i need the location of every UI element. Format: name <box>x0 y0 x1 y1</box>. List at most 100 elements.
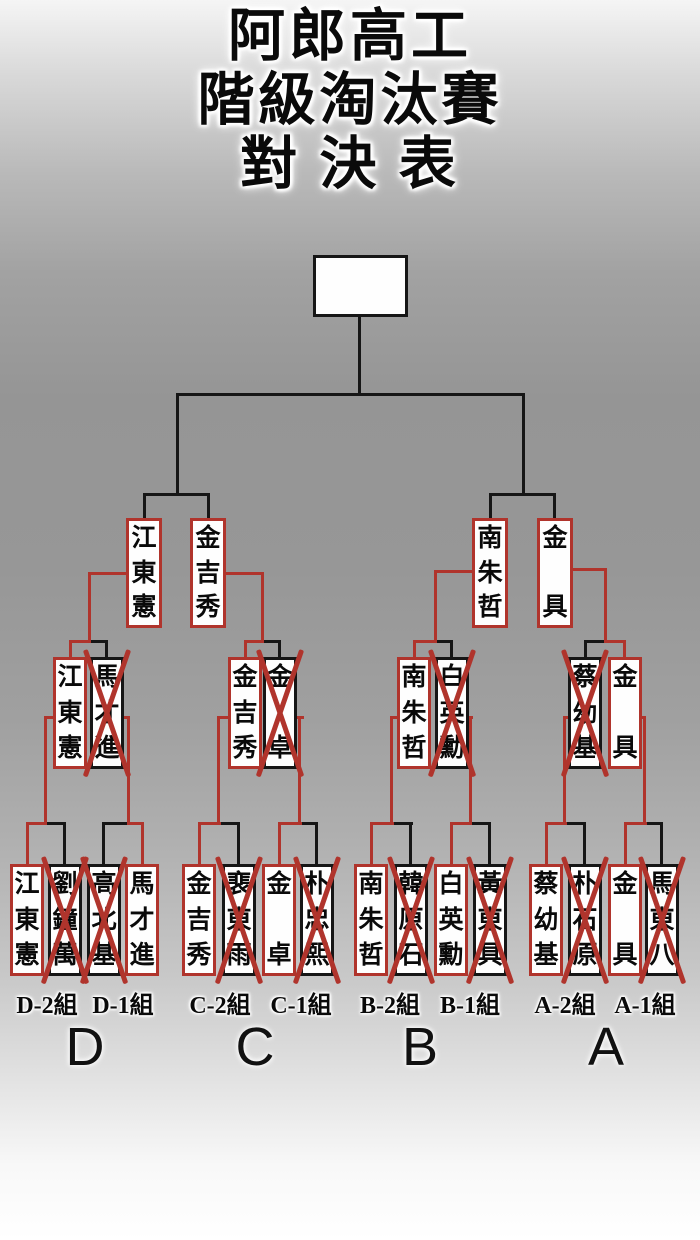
player-name: 韓原石 <box>398 871 424 969</box>
winner-path <box>226 572 264 575</box>
qf-box: 江東憲 <box>53 657 87 769</box>
group-letter: B <box>401 1017 439 1077</box>
winner-path <box>390 716 393 825</box>
player-name: 蔡幼基 <box>572 664 598 762</box>
winner-path <box>141 822 144 866</box>
group-letter: C <box>235 1017 275 1077</box>
player-name: 朴石原 <box>572 871 598 969</box>
player-name: 馬才進 <box>129 871 155 969</box>
player-name: 馬才進 <box>94 664 120 762</box>
winner-path <box>413 640 416 659</box>
player-name: 金吉秀 <box>195 525 221 621</box>
winner-path <box>69 640 91 643</box>
qf-box: 金吉秀 <box>228 657 262 769</box>
connector <box>409 822 412 866</box>
winner-path <box>129 822 144 825</box>
winner-path <box>624 822 647 825</box>
winner-path <box>121 716 130 719</box>
winner-path <box>244 640 247 659</box>
r1-box: 朴石原 <box>568 864 602 976</box>
winner-path <box>69 640 72 659</box>
connector <box>647 822 663 825</box>
player-name: 金具 <box>612 664 638 762</box>
champion-name <box>316 258 405 314</box>
player-name: 裵東雨 <box>226 871 252 969</box>
winner-path <box>545 822 548 866</box>
r1-box: 高北基 <box>87 864 121 976</box>
player-name: 蔡幼基 <box>533 871 559 969</box>
sf-box: 南朱哲 <box>472 518 508 628</box>
winner-path <box>88 572 126 575</box>
winner-path <box>278 822 302 825</box>
winner-path <box>434 570 437 643</box>
winner-path <box>545 822 567 825</box>
winner-path <box>88 572 91 643</box>
winner-path <box>643 716 646 825</box>
connector <box>207 493 210 520</box>
group-label: A-1組 <box>614 993 676 1019</box>
group-label: D-2組 <box>16 993 78 1019</box>
connector <box>583 822 586 866</box>
connector <box>143 493 146 520</box>
page-title-line1: 阿郎高工 <box>228 5 472 68</box>
winner-path <box>604 568 607 643</box>
group-letter: A <box>587 1017 625 1077</box>
connector <box>436 640 452 643</box>
group-letter: D <box>65 1017 105 1077</box>
winner-path <box>217 716 220 825</box>
r1-box: 馬才進 <box>125 864 159 976</box>
r1-box: 蔡幼基 <box>529 864 563 976</box>
group-label: B-1組 <box>440 993 500 1019</box>
winner-path <box>390 716 398 719</box>
connector <box>315 822 318 866</box>
page-title-line2: 階級淘汰賽 <box>197 69 503 132</box>
connector <box>264 640 280 643</box>
winner-path <box>370 822 394 825</box>
qf-box: 白英勳 <box>435 657 469 769</box>
winner-path <box>26 822 29 866</box>
connector <box>102 822 105 866</box>
winner-path <box>198 822 221 825</box>
connector <box>553 493 556 520</box>
player-name: 金具 <box>542 525 568 621</box>
connector <box>394 822 413 825</box>
player-name: 金吉秀 <box>232 664 258 762</box>
qf-box: 南朱哲 <box>397 657 431 769</box>
player-name: 南朱哲 <box>401 664 427 762</box>
r1-box: 馬東八 <box>645 864 679 976</box>
connector <box>488 822 491 866</box>
connector <box>660 822 663 866</box>
r1-box: 黃東具 <box>473 864 507 976</box>
sf-box: 金具 <box>537 518 573 628</box>
winner-path <box>26 822 46 825</box>
winner-path <box>370 822 373 866</box>
connector <box>91 640 108 643</box>
connector <box>102 822 129 825</box>
r1-box: 江東憲 <box>10 864 44 976</box>
winner-path <box>261 572 264 643</box>
winner-path <box>278 822 281 866</box>
connector <box>489 493 492 520</box>
connector <box>472 822 491 825</box>
winner-path <box>573 568 607 571</box>
group-label: D-1組 <box>92 993 154 1019</box>
page-title-line3: 對 決 表 <box>240 133 460 196</box>
player-name: 白英勳 <box>438 871 464 969</box>
winner-path <box>563 716 570 719</box>
connector <box>176 393 525 396</box>
player-name: 馬東八 <box>649 871 675 969</box>
player-name: 朴忠熙 <box>304 871 330 969</box>
winner-path <box>44 716 47 825</box>
winner-path <box>450 822 472 825</box>
winner-path <box>607 640 626 643</box>
player-name: 江東憲 <box>57 664 83 762</box>
connector <box>489 493 556 496</box>
r1-box: 金吉秀 <box>182 864 216 976</box>
player-name: 江東憲 <box>131 525 157 621</box>
player-name: 高北基 <box>91 871 117 969</box>
qf-box: 馬才進 <box>90 657 124 769</box>
player-name: 金具 <box>612 871 638 969</box>
qf-box: 金卓 <box>263 657 297 769</box>
r1-box: 金具 <box>608 864 642 976</box>
